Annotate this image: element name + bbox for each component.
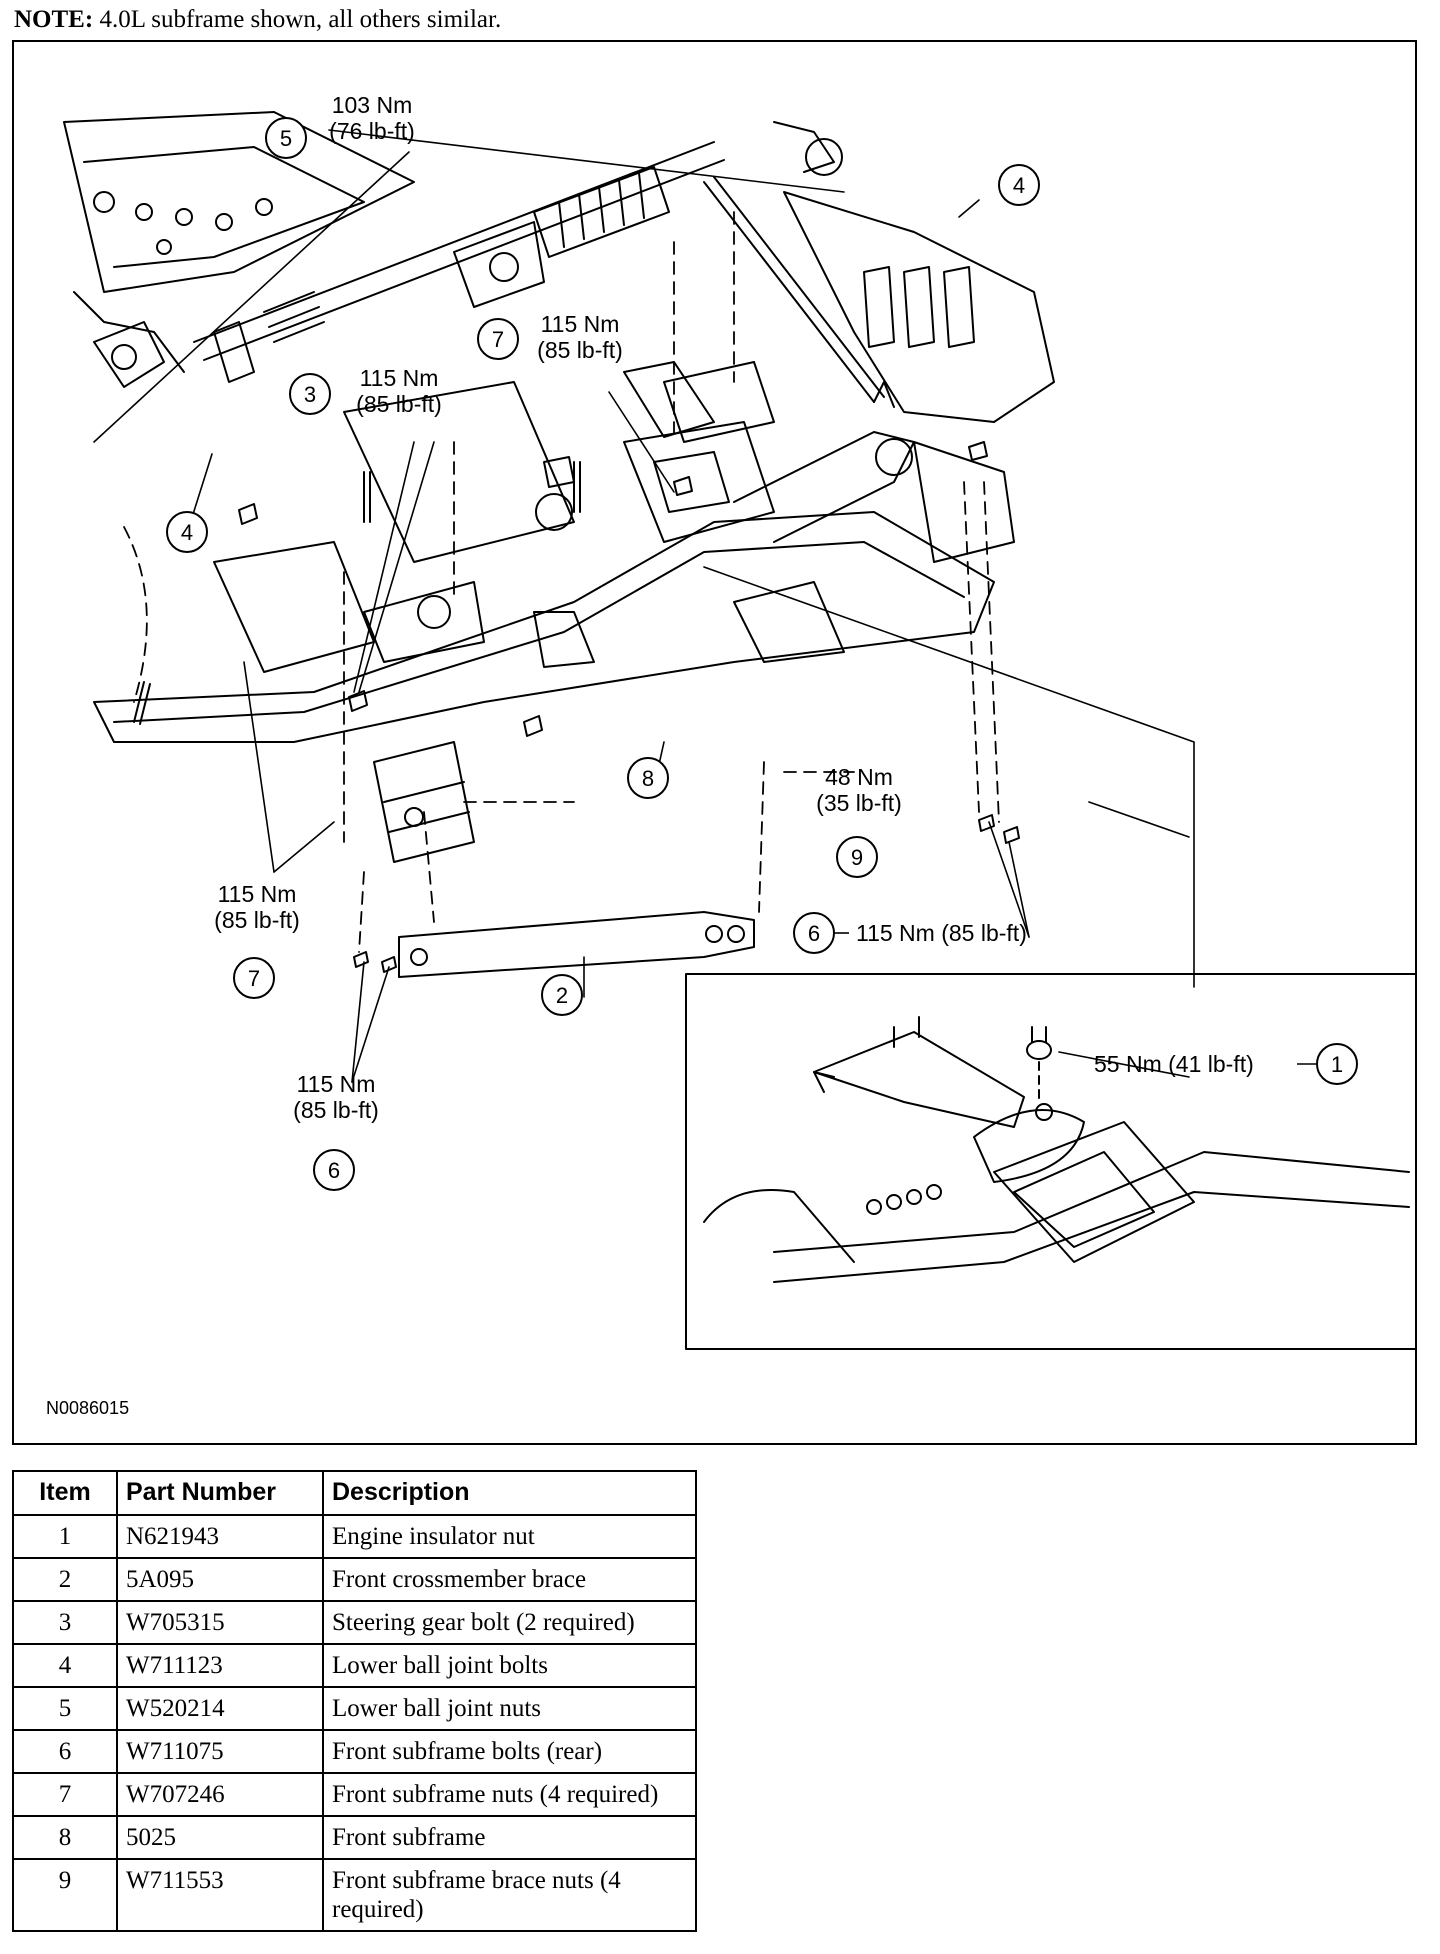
inset-detail — [685, 973, 1415, 1350]
callout-6a-number: 6 — [808, 921, 820, 946]
header-description: Description — [322, 1470, 697, 1516]
table-header-row: Item Part Number Description — [12, 1470, 697, 1516]
row-part-number: W705315 — [116, 1600, 324, 1645]
row-description: Front subframe brace nuts (4 required) — [322, 1858, 697, 1932]
callout-5-torque-nm: 103 Nm — [332, 92, 413, 118]
table-row: 7 W707246 Front subframe nuts (4 require… — [12, 1772, 697, 1817]
fasteners-drawing — [133, 441, 1020, 973]
callout-4b-number: 4 — [181, 520, 193, 545]
callout-7b-torque-lbft: (85 lb-ft) — [214, 907, 300, 933]
table-row: 4 W711123 Lower ball joint bolts — [12, 1643, 697, 1688]
callout-7b-torque-nm: 115 Nm — [218, 881, 297, 907]
callout-3-number: 3 — [304, 382, 316, 407]
row-part-number: W707246 — [116, 1772, 324, 1817]
row-item: 5 — [12, 1686, 118, 1731]
callout-7a-number: 7 — [492, 327, 504, 352]
callout-1-number: 1 — [1331, 1052, 1343, 1077]
callout-9-torque-lbft: (35 lb-ft) — [816, 790, 902, 816]
callout-9-torque-nm: 48 Nm — [825, 764, 893, 790]
callout-6b-number: 6 — [328, 1158, 340, 1183]
table-row: 3 W705315 Steering gear bolt (2 required… — [12, 1600, 697, 1645]
row-item: 8 — [12, 1815, 118, 1860]
row-part-number: 5025 — [116, 1815, 324, 1860]
table-row: 2 5A095 Front crossmember brace — [12, 1557, 697, 1602]
row-part-number: W520214 — [116, 1686, 324, 1731]
row-description: Lower ball joint bolts — [322, 1643, 697, 1688]
row-description: Front subframe bolts (rear) — [322, 1729, 697, 1774]
callout-7b-number: 7 — [248, 966, 260, 991]
row-item: 3 — [12, 1600, 118, 1645]
figure-id: N0086015 — [46, 1398, 129, 1418]
row-description: Lower ball joint nuts — [322, 1686, 697, 1731]
table-row: 6 W711075 Front subframe bolts (rear) — [12, 1729, 697, 1774]
note-text: 4.0L subframe shown, all others similar. — [99, 6, 502, 33]
callout-2-number: 2 — [556, 983, 568, 1008]
header-part-number: Part Number — [116, 1470, 324, 1516]
crossmember-brace-drawing — [398, 911, 755, 978]
row-item: 1 — [12, 1514, 118, 1559]
row-part-number: W711075 — [116, 1729, 324, 1774]
callout-7a-torque-lbft: (85 lb-ft) — [537, 337, 623, 363]
row-part-number: W711553 — [116, 1858, 324, 1932]
callout-4a-number: 4 — [1013, 173, 1025, 198]
table-row: 8 5025 Front subframe — [12, 1815, 697, 1860]
lower-arm-drawing — [703, 176, 915, 543]
table-row: 5 W520214 Lower ball joint nuts — [12, 1686, 697, 1731]
callout-3-torque-nm: 115 Nm — [360, 365, 439, 391]
note-label: NOTE: — [14, 6, 94, 33]
callout-3-torque-lbft: (85 lb-ft) — [356, 391, 442, 417]
row-description: Engine insulator nut — [322, 1514, 697, 1559]
alignment-lines — [123, 211, 1000, 953]
row-part-number: W711123 — [116, 1643, 324, 1688]
row-description: Steering gear bolt (2 required) — [322, 1600, 697, 1645]
exploded-view-figure: 5 103 Nm (76 lb-ft) 4 7 115 Nm (85 lb-ft… — [12, 40, 1417, 1445]
leader-lines — [93, 129, 1195, 1083]
row-description: Front subframe — [322, 1815, 697, 1860]
callout-7a-torque-nm: 115 Nm — [541, 311, 620, 337]
callout-8-number: 8 — [642, 766, 654, 791]
table-row: 1 N621943 Engine insulator nut — [12, 1514, 697, 1559]
row-description: Front crossmember brace — [322, 1557, 697, 1602]
callout-1-torque: 55 Nm (41 lb-ft) — [1094, 1051, 1254, 1077]
callout-9-number: 9 — [851, 845, 863, 870]
callout-5-number: 5 — [280, 126, 292, 151]
row-item: 7 — [12, 1772, 118, 1817]
callout-6b-torque-nm: 115 Nm — [297, 1071, 376, 1097]
row-item: 9 — [12, 1858, 118, 1932]
front-subframe-drawing — [93, 361, 995, 743]
subframe-illustration: 5 103 Nm (76 lb-ft) 4 7 115 Nm (85 lb-ft… — [46, 92, 1415, 1418]
callout-6a-torque: 115 Nm (85 lb-ft) — [856, 920, 1027, 946]
left-bracket-drawing — [373, 741, 475, 863]
table-row: 9 W711553 Front subframe brace nuts (4 r… — [12, 1858, 697, 1932]
parts-table: Item Part Number Description 1 N621943 E… — [12, 1470, 697, 1932]
frame-rail-drawing — [63, 111, 415, 373]
callout-6b-torque-lbft: (85 lb-ft) — [293, 1097, 379, 1123]
right-shield-drawing — [773, 121, 1055, 563]
note-line: NOTE: 4.0L subframe shown, all others si… — [14, 6, 501, 34]
row-part-number: 5A095 — [116, 1557, 324, 1602]
header-item: Item — [12, 1470, 118, 1516]
row-item: 4 — [12, 1643, 118, 1688]
steering-gear-drawing — [93, 141, 725, 388]
row-item: 2 — [12, 1557, 118, 1602]
row-part-number: N621943 — [116, 1514, 324, 1559]
callout-5-torque-lbft: (76 lb-ft) — [329, 118, 415, 144]
row-description: Front subframe nuts (4 required) — [322, 1772, 697, 1817]
row-item: 6 — [12, 1729, 118, 1774]
